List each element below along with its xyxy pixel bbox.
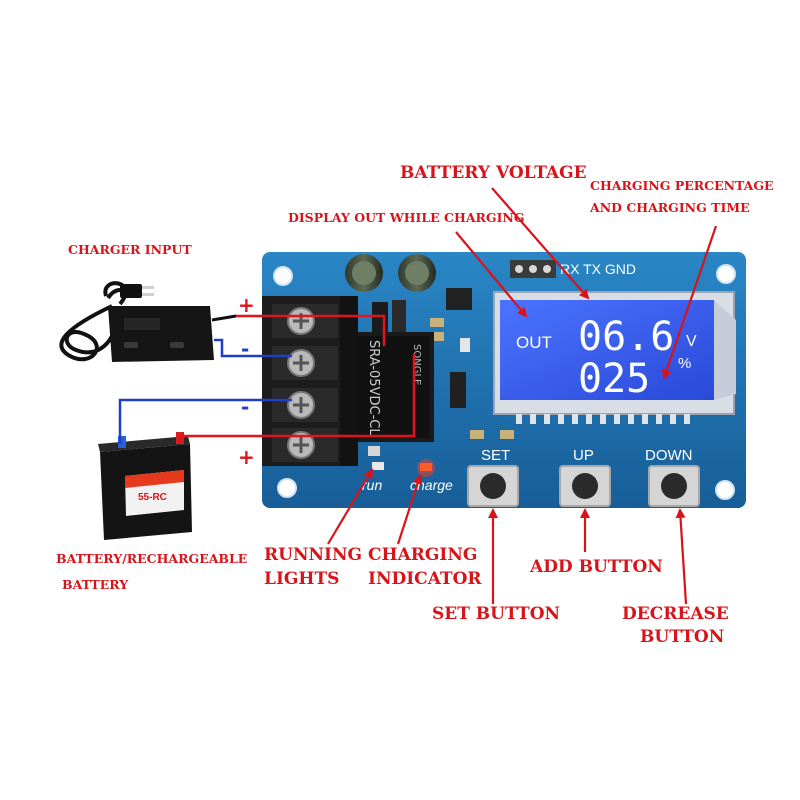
up-button[interactable] <box>559 465 611 507</box>
terminal-screw <box>272 428 338 462</box>
label-charging-percentage-1: CHARGING PERCENTAGE <box>590 178 774 193</box>
wire-charger-positive <box>236 314 386 346</box>
terminal-screw <box>272 346 338 380</box>
arrow-running-lights <box>327 468 374 545</box>
terminal-minus-2: - <box>241 395 249 419</box>
set-button[interactable] <box>467 465 519 507</box>
label-battery-1: BATTERY/RECHARGEABLE <box>56 551 247 566</box>
lcd-voltage-unit: V <box>686 333 697 350</box>
arrow-charging-percentage <box>661 225 718 380</box>
battery-model: 55-RC <box>138 492 167 503</box>
down-label: DOWN <box>645 447 693 464</box>
mount-hole <box>277 478 297 498</box>
label-decrease-2: BUTTON <box>640 627 724 647</box>
label-charging-indicator-1: CHARGING <box>368 545 477 565</box>
terminal-plus-top: + <box>238 293 255 317</box>
label-charging-percentage-2: AND CHARGING TIME <box>589 200 750 215</box>
arrow-display-out <box>455 231 528 318</box>
label-battery-voltage: BATTERY VOLTAGE <box>400 163 587 183</box>
mount-hole <box>715 480 735 500</box>
terminal-plus-bottom: + <box>238 445 255 469</box>
header-label: RX TX GND <box>560 261 636 277</box>
label-running-lights-1: RUNNING <box>264 545 362 565</box>
label-charger-input: CHARGER INPUT <box>68 242 192 257</box>
label-charging-indicator-2: INDICATOR <box>368 569 482 589</box>
label-battery-2: BATTERY <box>62 577 129 592</box>
arrow-battery-voltage <box>491 187 590 300</box>
plug <box>106 284 154 300</box>
down-button[interactable] <box>648 465 700 507</box>
wire-battery-negative <box>118 398 292 444</box>
label-decrease-1: DECREASE <box>622 604 729 624</box>
run-led-label: run <box>362 477 382 493</box>
label-display-out: DISPLAY OUT WHILE CHARGING <box>288 210 525 225</box>
serial-header: RX TX GND <box>510 260 636 278</box>
up-label: UP <box>573 447 594 464</box>
label-running-lights-2: LIGHTS <box>264 569 339 589</box>
relay-model: SRA-05VDC-CL <box>366 340 381 436</box>
arrow-charging-indicator <box>396 474 423 545</box>
lcd-display: OUT 06.6 V 025 % <box>493 291 736 424</box>
lcd-out-label: OUT <box>516 333 552 352</box>
lcd-voltage-value: 06.6 <box>578 314 674 360</box>
set-label: SET <box>481 447 510 464</box>
wire-battery-positive <box>178 354 416 444</box>
lcd-percent-value: 025 <box>578 356 650 402</box>
terminal-minus-1: - <box>241 337 249 361</box>
relay-brand: SONGLE <box>411 344 422 385</box>
label-add-button: ADD BUTTON <box>529 557 663 577</box>
mount-hole <box>716 264 736 284</box>
capacitor <box>345 254 383 292</box>
terminal-screw <box>272 388 338 422</box>
capacitor <box>398 254 436 292</box>
charger-adapter <box>59 281 237 362</box>
relay: SRA-05VDC-CL SONGLE <box>352 332 434 442</box>
lcd-percent-unit: % <box>678 355 691 372</box>
run-led: run <box>362 462 384 493</box>
terminal-screw <box>272 304 338 338</box>
mount-hole <box>273 266 293 286</box>
car-battery: 55-RC <box>98 432 192 540</box>
screw-terminal-block <box>262 296 358 466</box>
wire-charger-negative <box>214 338 292 358</box>
label-set-button: SET BUTTON <box>432 604 560 624</box>
arrow-decrease-button <box>675 508 688 605</box>
